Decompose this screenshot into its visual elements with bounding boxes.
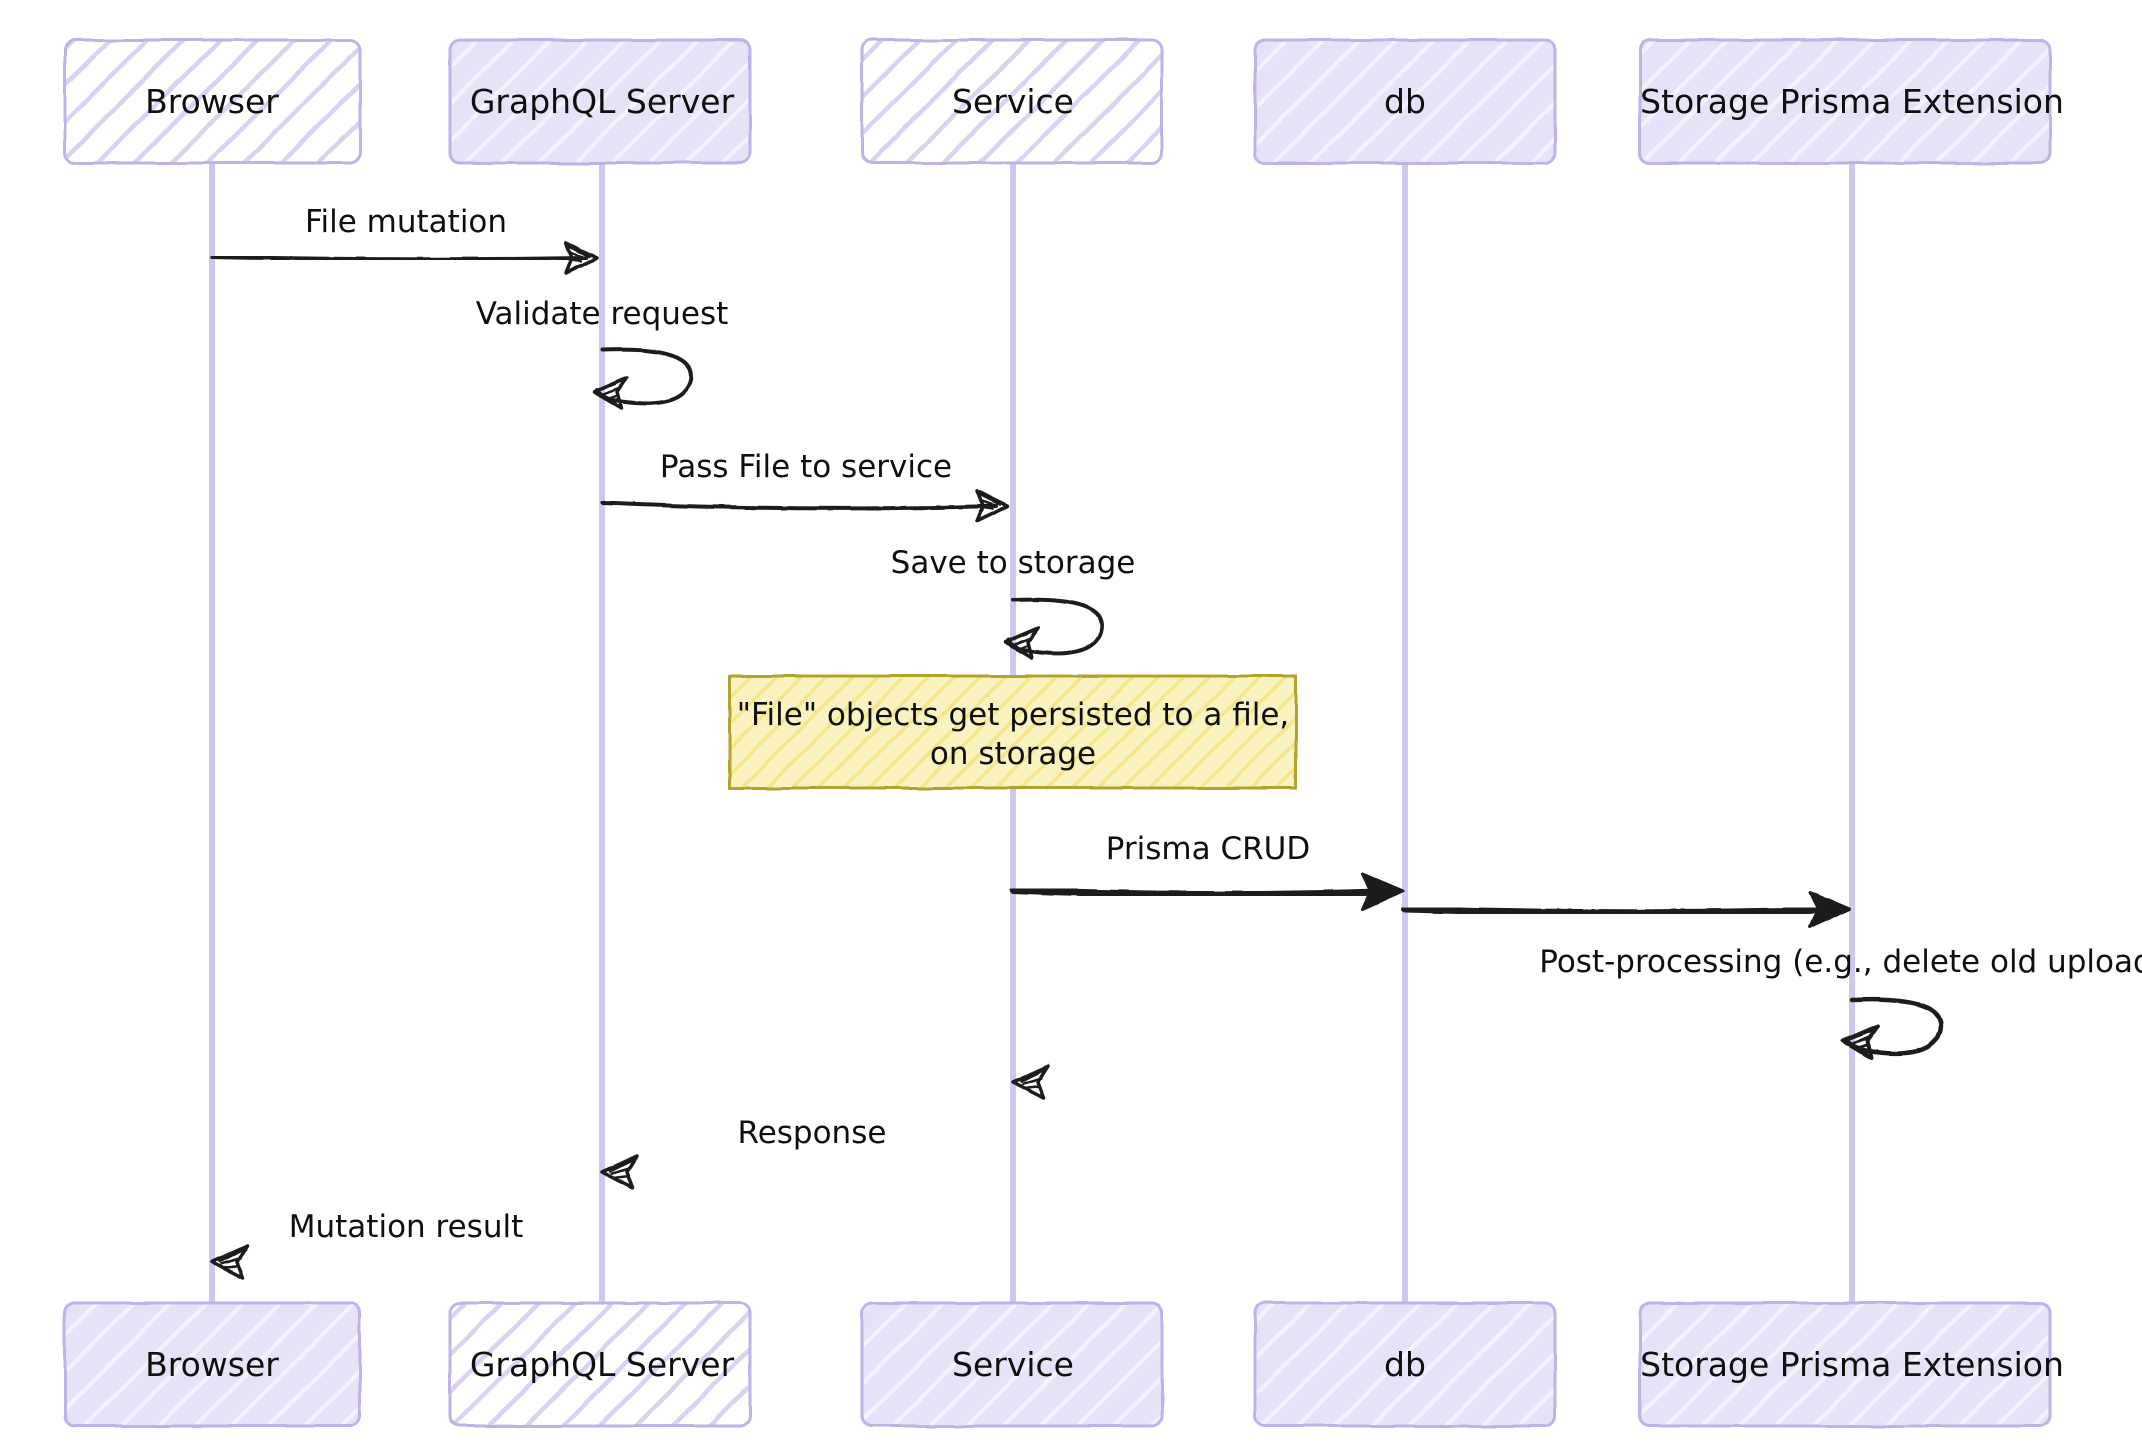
- actor-label-browser: Browser: [145, 82, 279, 121]
- message-label: Validate request: [476, 296, 729, 332]
- actor-label-service: Service: [952, 1345, 1074, 1384]
- lifeline-db: [1402, 125, 1408, 1325]
- actor-box-shape: [63, 1301, 362, 1428]
- message-label: Mutation result: [289, 1209, 523, 1245]
- arrowhead-filled-icon: [1361, 872, 1405, 911]
- actor-label-db: db: [1384, 1345, 1426, 1384]
- actor-label-service: Service: [952, 82, 1074, 121]
- arrowhead-open-icon: [210, 1244, 249, 1280]
- actor-box-service-bottom[interactable]: Service: [860, 1301, 1164, 1428]
- message-db-to-storage[interactable]: [1401, 890, 1852, 929]
- arrowhead-detail: [1849, 1028, 1874, 1051]
- message-pass-file-to-service[interactable]: Pass File to service: [600, 449, 1010, 523]
- lifeline-storage: [1849, 125, 1855, 1325]
- arrowhead-open-icon: [600, 1154, 639, 1190]
- actor-box-shape: [860, 38, 1164, 165]
- message-line: [210, 255, 588, 262]
- actor-box-browser-bottom[interactable]: Browser: [63, 1301, 362, 1428]
- actor-box-shape: [1638, 38, 2052, 165]
- message-post-processing[interactable]: Post-processing (e.g., delete old upload…: [1539, 944, 2142, 1060]
- message-prisma-crud[interactable]: Prisma CRUD: [1009, 831, 1405, 911]
- message-line: [600, 501, 998, 511]
- self-loop-line: [1006, 597, 1104, 656]
- arrowhead-open-icon: [564, 241, 599, 275]
- message-save-to-storage[interactable]: Save to storage: [891, 545, 1136, 660]
- actor-box-browser-top[interactable]: Browser: [63, 38, 362, 165]
- actor-label-storage: Storage Prisma Extension: [1640, 1345, 2064, 1384]
- actor-box-db-top[interactable]: db: [1253, 38, 1557, 165]
- arrowhead-detail: [1010, 629, 1034, 652]
- actor-box-service-top[interactable]: Service: [860, 38, 1164, 165]
- actor-box-graphql-bottom[interactable]: GraphQL Server: [448, 1301, 752, 1428]
- message-response[interactable]: Response: [600, 1115, 1013, 1190]
- message-line: [1401, 905, 1830, 917]
- note-file-objects-persisted[interactable]: "File" objects get persisted to a file, …: [728, 674, 1298, 790]
- self-loop-line: [595, 347, 693, 406]
- actor-box-storage-bottom[interactable]: Storage Prisma Extension: [1638, 1301, 2064, 1428]
- message-label: Pass File to service: [660, 449, 952, 485]
- arrowhead-open-icon: [975, 489, 1010, 523]
- arrowhead-detail: [978, 492, 1002, 511]
- actor-box-db-bottom[interactable]: db: [1253, 1301, 1557, 1428]
- actor-label-db: db: [1384, 82, 1426, 121]
- message-validate-request[interactable]: Validate request: [476, 296, 729, 410]
- message-label: Save to storage: [891, 545, 1136, 581]
- actor-box-shape: [860, 1301, 1164, 1428]
- arrowhead-open-icon: [1011, 1064, 1050, 1100]
- message-mutation-result[interactable]: Mutation result: [210, 1209, 602, 1280]
- note-line-2: on storage: [930, 736, 1096, 772]
- lifeline-graphql: [599, 125, 605, 1325]
- actor-box-shape: [1253, 1301, 1557, 1428]
- actor-box-storage-top[interactable]: Storage Prisma Extension: [1638, 38, 2064, 165]
- actor-box-graphql-top[interactable]: GraphQL Server: [448, 38, 752, 165]
- note-line-1: "File" objects get persisted to a file,: [737, 697, 1290, 733]
- actor-box-shape: [1253, 38, 1557, 165]
- actor-box-shape: [448, 1301, 752, 1428]
- actor-box-shape: [63, 38, 362, 165]
- arrowhead-filled-icon: [1808, 890, 1852, 929]
- message-db-return[interactable]: [1011, 1064, 1405, 1100]
- actor-label-graphql: GraphQL Server: [470, 1345, 735, 1384]
- actor-label-graphql: GraphQL Server: [470, 82, 735, 121]
- arrowhead-detail: [1019, 1068, 1045, 1090]
- actor-box-shape: [1638, 1301, 2052, 1428]
- actor-label-browser: Browser: [145, 1345, 279, 1384]
- arrowhead-detail: [218, 1248, 244, 1270]
- message-file-mutation[interactable]: File mutation: [210, 204, 599, 275]
- message-label: Post-processing (e.g., delete old upload…: [1539, 944, 2142, 980]
- actor-label-storage: Storage Prisma Extension: [1640, 82, 2064, 121]
- message-label: Response: [738, 1115, 887, 1151]
- message-label: File mutation: [305, 204, 507, 240]
- arrowhead-detail: [599, 379, 623, 402]
- note-shape: [728, 674, 1298, 790]
- actor-box-shape: [448, 38, 752, 165]
- actor-boxes-bottom: Browser GraphQL Server Service db Storag…: [63, 1301, 2064, 1428]
- message-label: Prisma CRUD: [1106, 831, 1310, 867]
- message-line: [1009, 886, 1384, 899]
- arrowhead-detail: [608, 1158, 634, 1180]
- lifeline-browser: [209, 125, 215, 1325]
- arrowhead-detail: [567, 244, 591, 263]
- actor-boxes-top: Browser GraphQL Server Service db Storag…: [63, 38, 2064, 165]
